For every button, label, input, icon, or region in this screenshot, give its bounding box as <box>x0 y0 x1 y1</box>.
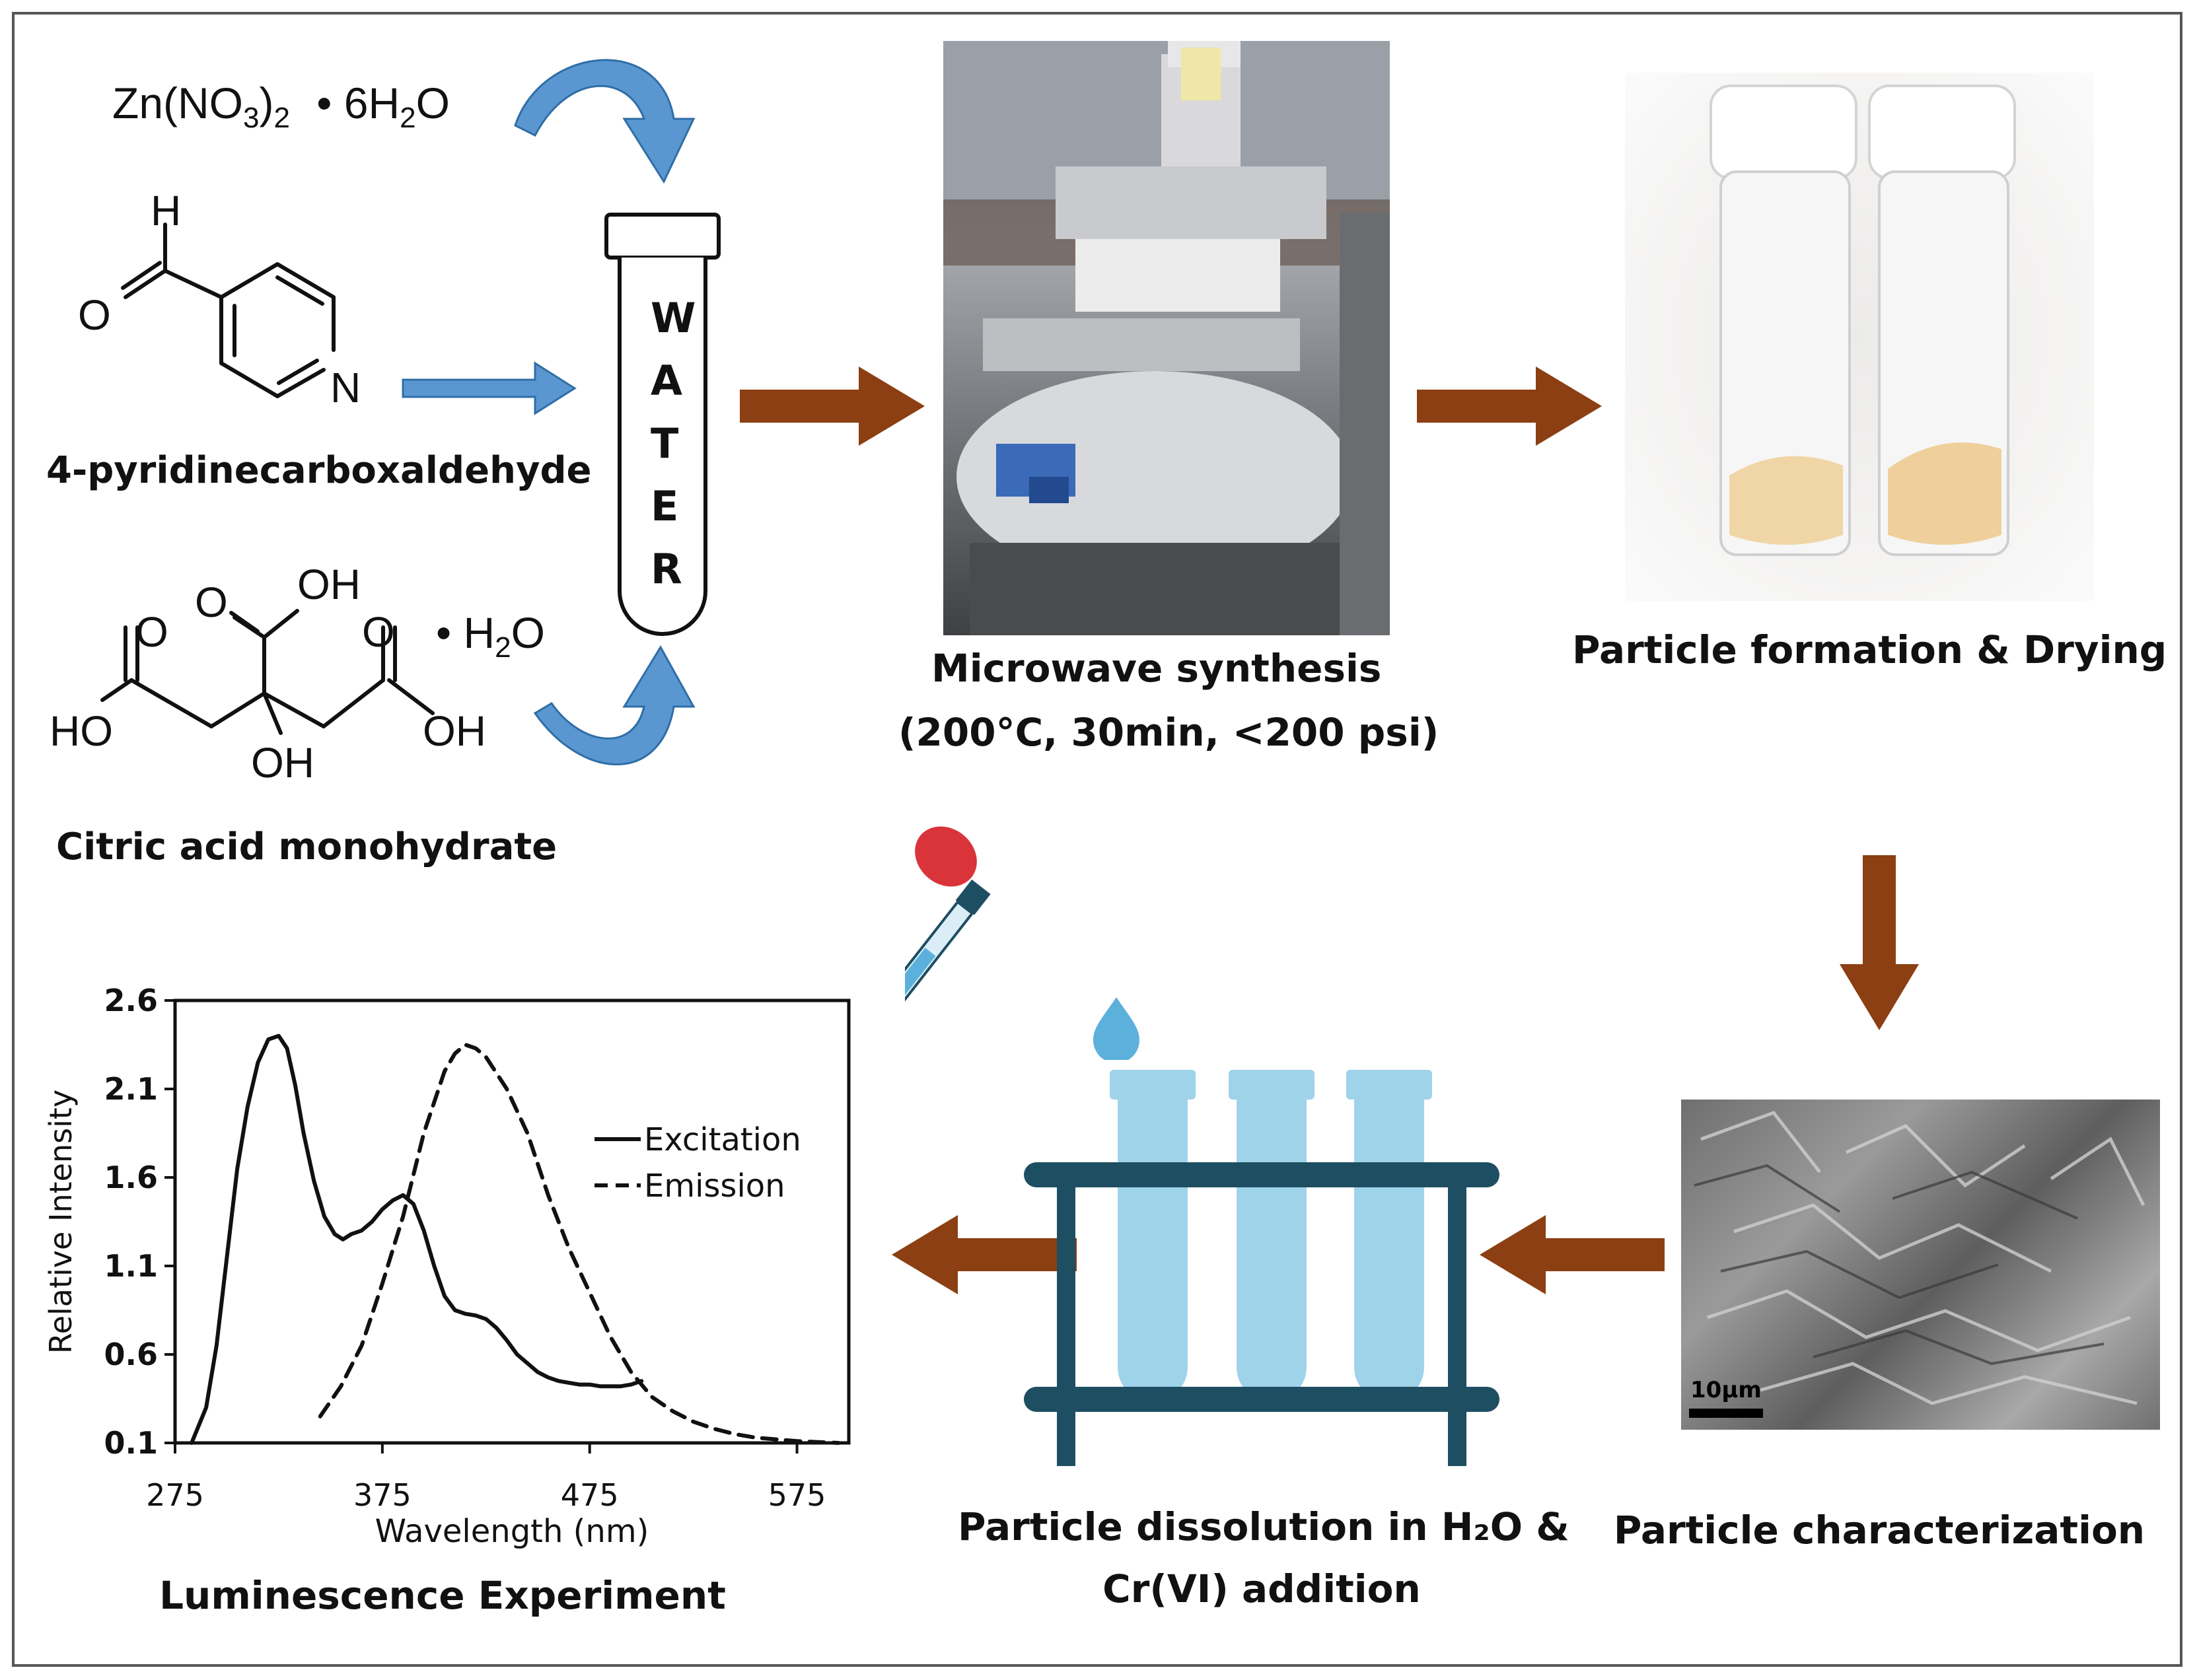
arrow-to-dissolution <box>1480 1215 1665 1294</box>
y-axis-label: Relative Intensity <box>43 1090 79 1354</box>
citric-o-left: O <box>135 608 168 656</box>
reaction-vessel <box>604 213 721 636</box>
reagent-arrows <box>402 59 696 765</box>
citric-name: Citric acid monohydrate <box>56 825 558 868</box>
dried-particles-photo <box>1625 73 2094 601</box>
microwave-label-line2: (200°C, 30min, <200 psi) <box>898 710 1439 755</box>
tube-3 <box>1346 1070 1432 1402</box>
vessel-letter-a: A <box>651 357 682 405</box>
citric-o-top: O <box>195 578 228 626</box>
vessel-letter-w: W <box>651 294 696 342</box>
x-tick-label: 575 <box>768 1477 826 1513</box>
tube-2 <box>1229 1070 1315 1402</box>
pyridinecarboxaldehyde-structure <box>121 223 336 398</box>
arrow-to-microwave <box>740 367 925 446</box>
luminescence-chart: 0.1 0.6 1.1 1.6 2.1 2.6 275 375 475 575Wavelength… <box>43 984 851 1550</box>
x-tick-label: 375 <box>353 1477 412 1513</box>
citric-ho-left: HO <box>50 707 113 755</box>
citric-acid-structure <box>100 609 435 735</box>
dissolution-label-line2: Cr(VI) addition <box>1102 1566 1421 1611</box>
y-tick-label: 2.1 <box>104 1071 159 1107</box>
y-tick-label: 0.6 <box>104 1337 159 1372</box>
legend-label-emission: Emission <box>644 1168 785 1205</box>
citric-hydrate: • H2O <box>436 608 545 664</box>
pipette-icon <box>905 826 1139 1060</box>
citric-oh-right: OH <box>423 707 486 755</box>
x-tick-label: 475 <box>561 1477 619 1513</box>
drying-label: Particle formation & Drying <box>1572 627 2167 672</box>
series-line-excitation <box>190 1033 644 1445</box>
aldehyde-atom-n: N <box>330 364 361 411</box>
figure-frame <box>12 12 2182 1667</box>
aldehyde-atom-o: O <box>78 291 111 339</box>
citric-oh-top: OH <box>297 561 361 608</box>
y-tick-label: 1.1 <box>104 1248 159 1284</box>
tube-1 <box>1110 1070 1196 1402</box>
microwave-reactor-photo <box>943 41 1390 635</box>
series-line-emission <box>318 1043 841 1445</box>
aldehyde-atom-h: H <box>151 187 182 234</box>
vessel-letter-e: E <box>651 482 679 530</box>
sem-scale-bar-label: 10µm <box>1690 1377 1762 1403</box>
luminescence-label: Luminescence Experiment <box>159 1573 726 1618</box>
y-tick-label: 0.1 <box>104 1425 159 1461</box>
y-tick-label: 1.6 <box>104 1160 159 1195</box>
y-tick-label: 2.6 <box>104 984 159 1018</box>
zinc-nitrate-formula: Zn(NO3)2 • 6H2O <box>112 79 450 135</box>
microwave-label-line1: Microwave synthesis <box>931 646 1382 691</box>
test-tube-rack <box>1024 1070 1499 1466</box>
citric-o-right: O <box>362 608 395 656</box>
vessel-letter-t: T <box>651 419 679 468</box>
sem-micrograph: 10µm <box>1681 1100 2160 1430</box>
characterization-label: Particle characterization <box>1613 1508 2145 1553</box>
x-tick-label: 275 <box>146 1477 204 1513</box>
arrow-to-characterization <box>1840 855 1919 1030</box>
legend-label-excitation: Excitation <box>644 1121 801 1158</box>
vessel-letter-r: R <box>651 545 682 593</box>
x-axis-label: Wavelength (nm) <box>375 1513 649 1550</box>
arrow-to-drying <box>1417 367 1602 446</box>
aldehyde-name: 4-pyridinecarboxaldehyde <box>46 449 592 492</box>
plot-area <box>173 998 851 1445</box>
citric-oh-bottom: OH <box>251 739 314 787</box>
dissolution-label-line1: Particle dissolution in H₂O & <box>958 1504 1569 1549</box>
arrow-to-luminescence <box>892 1215 1077 1294</box>
